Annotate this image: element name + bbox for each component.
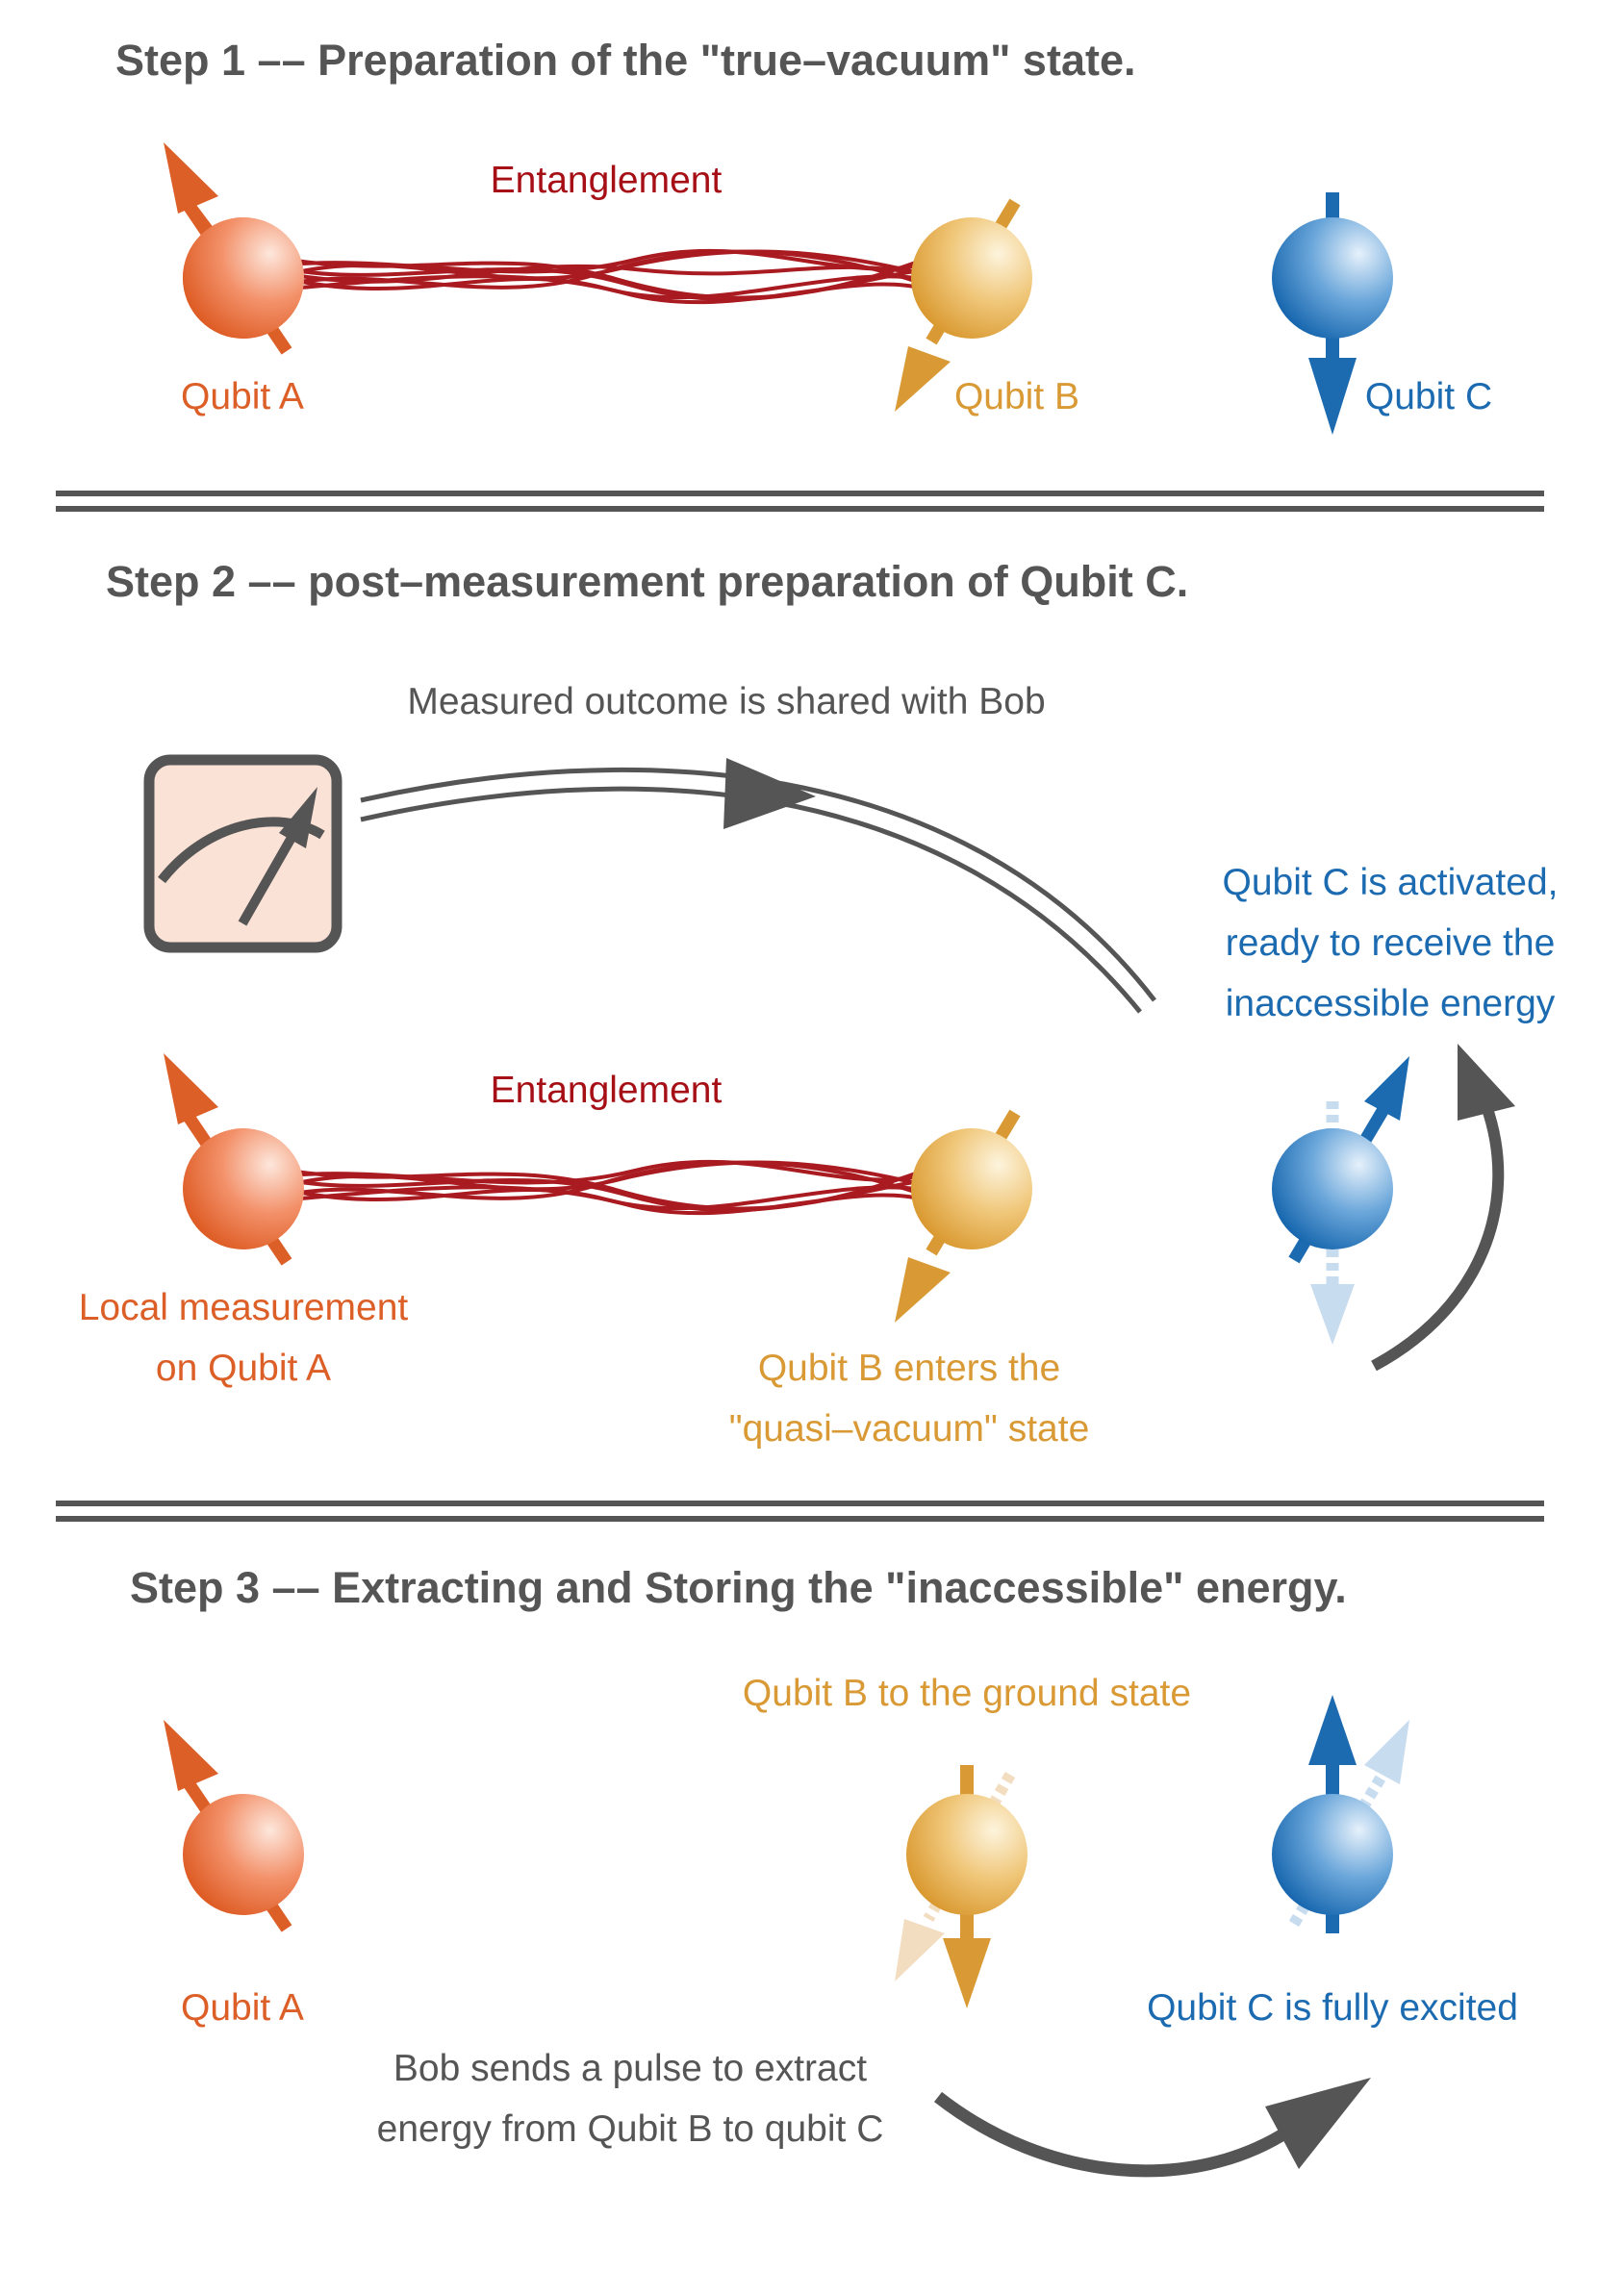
step2-shared-label: Measured outcome is shared with Bob (407, 681, 1045, 722)
step3-pulse-label-1: Bob sends a pulse to extract (393, 2048, 867, 2089)
step2-qubit-a (164, 1053, 304, 1266)
step1-qubit-a-label: Qubit A (181, 376, 304, 417)
step1-title: Step 1 –– Preparation of the "true–vacuu… (115, 36, 1136, 85)
step2-measurement-label-1: Local measurement (79, 1287, 409, 1328)
step3-qubit-a-label: Qubit A (181, 1987, 304, 2029)
measurement-meter-icon (143, 754, 342, 953)
step1-qubit-a (164, 142, 304, 355)
step1-qubit-c-label: Qubit C (1365, 376, 1492, 417)
step1-qubit-c (1272, 192, 1393, 435)
step2-rotation-arrow (1371, 1044, 1515, 1372)
step2-measurement-label-2: on Qubit A (156, 1348, 331, 1389)
step2-qubit-b-label-2: "quasi–vacuum" state (729, 1408, 1090, 1450)
step1-entanglement-strands (288, 248, 925, 305)
step2-qubit-c-label-1: Qubit C is activated, (1223, 862, 1559, 903)
step3-qubit-b-label: Qubit B to the ground state (743, 1673, 1191, 1714)
step3-pulse-arrow (933, 2078, 1371, 2178)
step1-qubit-b (895, 198, 1032, 412)
step2-entanglement-strands (288, 1159, 925, 1216)
step2-qubit-c-label-3: inaccessible energy (1226, 983, 1556, 1024)
step3-qubit-b (895, 1765, 1027, 2008)
step2-title: Step 2 –– post–measurement preparation o… (106, 557, 1188, 606)
separator-1 (56, 491, 1544, 512)
step2-qubit-c-label-2: ready to receive the (1226, 922, 1556, 964)
step3-pulse-label-2: energy from Qubit B to qubit C (377, 2108, 884, 2150)
shared-outcome-arrow (360, 758, 1156, 1014)
step2-entanglement-label: Entanglement (491, 1070, 723, 1111)
separator-2 (56, 1501, 1544, 1522)
step1-qubit-b-label: Qubit B (954, 376, 1079, 417)
step2-qubit-b-label-1: Qubit B enters the (758, 1348, 1060, 1389)
step3-qubit-c (1272, 1695, 1409, 1933)
step3-title: Step 3 –– Extracting and Storing the "in… (130, 1563, 1347, 1612)
step2-qubit-b (895, 1109, 1032, 1323)
step2-qubit-c (1272, 1056, 1409, 1345)
step1-entanglement-label: Entanglement (491, 160, 723, 201)
step3-qubit-a (164, 1720, 304, 1932)
step3-qubit-c-label: Qubit C is fully excited (1147, 1987, 1518, 2029)
